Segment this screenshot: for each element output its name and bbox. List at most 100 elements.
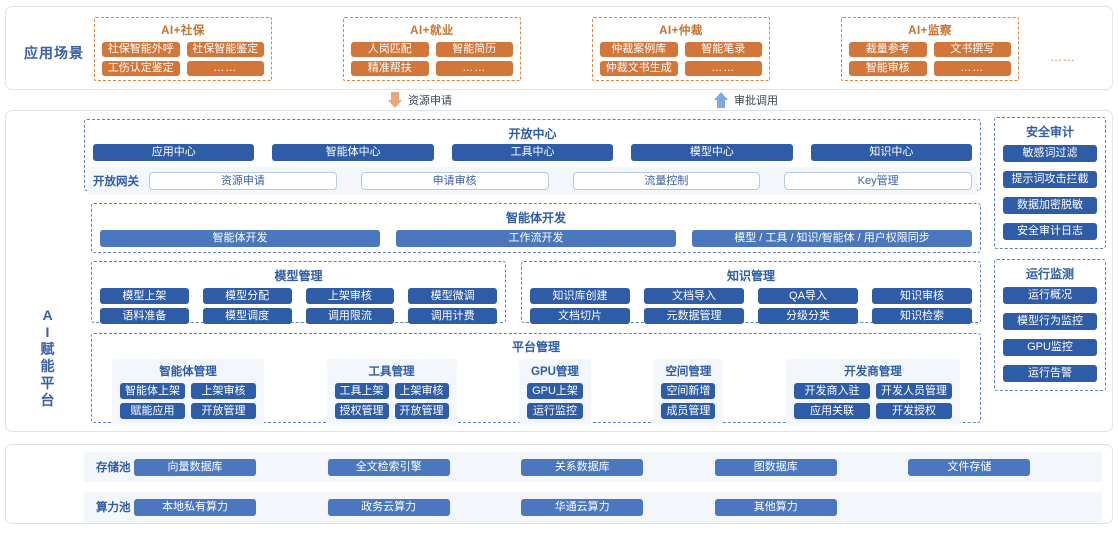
model-item[interactable]: 调用限流 — [305, 308, 395, 324]
compute-item[interactable]: 本地私有算力 — [134, 498, 256, 516]
model-item[interactable]: 模型上架 — [100, 288, 189, 304]
scenario-item[interactable]: 智能简历 — [435, 42, 513, 57]
pm-group-agent-management: 智能体管理 智能体上架 上架审核 赋能应用 开放管理 — [112, 359, 264, 425]
storage-item[interactable]: 向量数据库 — [134, 458, 256, 476]
model-item[interactable]: 模型微调 — [408, 288, 497, 304]
pm-item[interactable]: 上架审核 — [191, 383, 256, 399]
knowledge-item[interactable]: QA导入 — [758, 288, 858, 304]
scenario-group-title: AI+就业 — [410, 25, 454, 37]
application-scenarios-label: 应用场景 — [24, 45, 84, 61]
scenario-item[interactable]: 社保智能外呼 — [102, 42, 180, 57]
security-audit-item[interactable]: 提示词攻击拦截 — [1003, 171, 1097, 188]
agent-dev-item-sync[interactable]: 模型 / 工具 / 知识/智能体 / 用户权限同步 — [692, 230, 972, 247]
center-button-model[interactable]: 模型中心 — [631, 144, 793, 161]
gateway-item-traffic-control[interactable]: 流量控制 — [572, 172, 761, 190]
scenario-item[interactable]: 文书撰写 — [933, 42, 1011, 57]
pm-item[interactable]: GPU上架 — [527, 383, 583, 399]
knowledge-item[interactable]: 知识库创建 — [530, 288, 630, 304]
center-button-tool[interactable]: 工具中心 — [451, 144, 614, 161]
pm-group-title: 空间管理 — [665, 366, 712, 378]
agent-dev-item-agent[interactable]: 智能体开发 — [100, 230, 380, 247]
pm-item[interactable]: 智能体上架 — [120, 383, 185, 399]
center-button-agent[interactable]: 智能体中心 — [272, 144, 434, 161]
pm-item[interactable]: 授权管理 — [334, 403, 389, 419]
security-audit-item[interactable]: 敏感词过滤 — [1003, 145, 1097, 162]
compute-item[interactable]: 华通云算力 — [521, 498, 644, 516]
scenario-item[interactable]: 裁量参考 — [849, 42, 927, 57]
storage-item[interactable]: 关系数据库 — [521, 458, 644, 476]
pm-group-developer-management: 开发商管理 开发商入驻 开发人员管理 应用关联 开发授权 — [785, 359, 960, 425]
open-center-title: 开放中心 — [508, 127, 557, 141]
scenario-item-more[interactable]: …… — [684, 61, 762, 76]
scenario-item[interactable]: 工伤认定鉴定 — [102, 61, 180, 76]
pm-group-title: 智能体管理 — [159, 366, 217, 378]
runtime-monitoring-item[interactable]: 运行告警 — [1003, 365, 1097, 382]
platform-right-rail: 安全审计 敏感词过滤 提示词攻击拦截 数据加密脱敏 安全审计日志 运行监测 运行… — [994, 117, 1106, 401]
open-gateway-label: 开放网关 — [93, 176, 139, 188]
security-audit-item[interactable]: 安全审计日志 — [1003, 223, 1097, 240]
pm-item[interactable]: 开发授权 — [875, 403, 952, 419]
platform-management-groups: 智能体管理 智能体上架 上架审核 赋能应用 开放管理 工具管理 工具上架 上架审… — [100, 359, 972, 425]
knowledge-item[interactable]: 元数据管理 — [644, 308, 744, 324]
scenario-item-more[interactable]: …… — [435, 61, 513, 76]
runtime-monitoring-item[interactable]: GPU监控 — [1003, 339, 1097, 356]
pm-item[interactable]: 成员管理 — [661, 403, 716, 419]
pm-item[interactable]: 开发人员管理 — [875, 383, 952, 399]
scenario-items: 裁量参考 文书撰写 智能审核 …… — [849, 42, 1011, 76]
agent-dev-item-workflow[interactable]: 工作流开发 — [396, 230, 676, 247]
scenario-item[interactable]: 社保智能鉴定 — [186, 42, 264, 57]
model-item[interactable]: 上架审核 — [305, 288, 395, 304]
pm-item[interactable]: 开放管理 — [394, 403, 449, 419]
scenario-item[interactable]: 精准帮扶 — [351, 61, 429, 76]
scenario-item-more[interactable]: …… — [186, 61, 264, 76]
knowledge-item[interactable]: 分级分类 — [758, 308, 858, 324]
scenario-group-title: AI+仲裁 — [659, 25, 703, 37]
compute-item[interactable]: 政务云算力 — [327, 498, 450, 516]
scenario-item[interactable]: 智能笔录 — [684, 42, 762, 57]
scenario-item[interactable]: 仲裁案例库 — [600, 42, 678, 57]
scenario-item[interactable]: 人岗匹配 — [351, 42, 429, 57]
gateway-item-request-review[interactable]: 申请审核 — [360, 172, 549, 190]
gateway-item-key-management[interactable]: Key管理 — [784, 172, 972, 190]
model-item[interactable]: 模型调度 — [202, 308, 292, 324]
pm-item[interactable]: 上架审核 — [394, 383, 449, 399]
model-item[interactable]: 语料准备 — [100, 308, 189, 324]
model-management-panel: 模型管理 模型上架 模型分配 上架审核 模型微调 语料准备 模型调度 调用限流 … — [91, 261, 506, 324]
scenario-item[interactable]: 智能审核 — [849, 61, 927, 76]
storage-item[interactable]: 文件存储 — [908, 458, 1031, 476]
pm-item[interactable]: 开放管理 — [191, 403, 256, 419]
security-audit-item[interactable]: 数据加密脱敏 — [1003, 197, 1097, 214]
flow-arrow-label: 审批调用 — [734, 95, 778, 107]
runtime-monitoring-item[interactable]: 模型行为监控 — [1003, 313, 1097, 330]
scenario-group-arbitration: AI+仲裁 仲裁案例库 智能笔录 仲裁文书生成 …… — [592, 17, 770, 81]
scenario-items: 社保智能外呼 社保智能鉴定 工伤认定鉴定 …… — [102, 42, 264, 76]
pm-item[interactable]: 开发商入驻 — [793, 383, 870, 399]
storage-item[interactable]: 全文检索引擎 — [327, 458, 450, 476]
scenario-item[interactable]: 仲裁文书生成 — [600, 61, 678, 76]
knowledge-item[interactable]: 知识检索 — [872, 308, 972, 324]
pm-item[interactable]: 赋能应用 — [120, 403, 185, 419]
runtime-monitoring-item[interactable]: 运行概况 — [1003, 287, 1097, 304]
pm-item[interactable]: 运行监控 — [527, 403, 583, 419]
pm-item[interactable]: 工具上架 — [334, 383, 389, 399]
storage-item[interactable]: 图数据库 — [714, 458, 837, 476]
pm-item[interactable]: 空间新增 — [661, 383, 716, 399]
center-button-application[interactable]: 应用中心 — [93, 144, 255, 161]
agent-development-panel: 智能体开发 智能体开发 工作流开发 模型 / 工具 / 知识/智能体 / 用户权… — [91, 203, 981, 253]
pm-group-title: 开发商管理 — [844, 366, 902, 378]
knowledge-item[interactable]: 文档导入 — [644, 288, 744, 304]
knowledge-item[interactable]: 知识审核 — [872, 288, 972, 304]
center-button-knowledge[interactable]: 知识中心 — [810, 144, 973, 161]
compute-item[interactable]: 其他算力 — [714, 498, 837, 516]
pm-item[interactable]: 应用关联 — [793, 403, 870, 419]
knowledge-item[interactable]: 文档切片 — [530, 308, 630, 324]
pm-group-gpu-management: GPU管理 GPU上架 运行监控 — [519, 359, 591, 425]
knowledge-management-panel: 知识管理 知识库创建 文档导入 QA导入 知识审核 文档切片 元数据管理 分级分… — [521, 261, 981, 324]
gateway-item-resource-request[interactable]: 资源申请 — [149, 172, 337, 190]
scenario-item-more[interactable]: …… — [933, 61, 1011, 76]
open-center-panel: 开放中心 应用中心 智能体中心 工具中心 模型中心 知识中心 开放网关 资源申请… — [84, 119, 981, 195]
model-item[interactable]: 模型分配 — [202, 288, 292, 304]
knowledge-management-items: 知识库创建 文档导入 QA导入 知识审核 文档切片 元数据管理 分级分类 知识检… — [530, 288, 972, 324]
model-item[interactable]: 调用计费 — [408, 308, 497, 324]
